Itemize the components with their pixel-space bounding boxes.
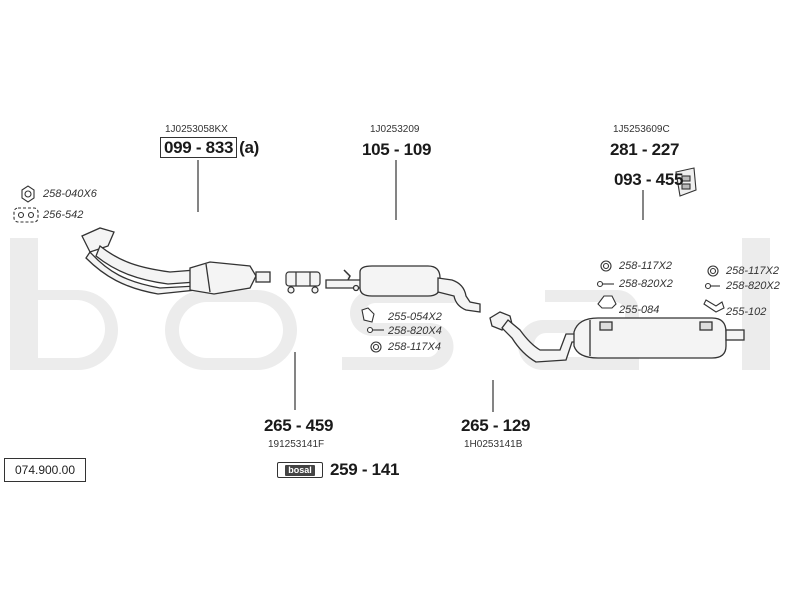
hw-bolt-mid[interactable]: 258-820X4 xyxy=(388,325,442,337)
hw-ring-rear-a[interactable]: 258-117X2 xyxy=(619,260,673,272)
clamp-icon xyxy=(703,299,725,313)
part-number-paste-kit[interactable]: 259 - 141 xyxy=(330,460,400,479)
part-number-rear-mount[interactable]: 281 - 227 xyxy=(610,140,680,159)
hw-clamp-mid[interactable]: 255-054X2 xyxy=(388,311,442,323)
part-number-rear-bracket[interactable]: 093 - 455 xyxy=(614,170,684,189)
part-number-front-pipe[interactable]: 099 - 833 xyxy=(160,137,238,158)
clamp-icon xyxy=(361,307,375,323)
hw-bolt-rear-b[interactable]: 258-820X2 xyxy=(726,280,780,292)
hw-nut-front[interactable]: 258-040X6 xyxy=(43,188,97,200)
mid-clamp-drawing xyxy=(285,271,321,294)
rear-silencer-drawing xyxy=(489,311,745,363)
part-number-intermediate-pipe[interactable]: 265 - 459 xyxy=(264,416,334,435)
part-number-center-silencer[interactable]: 105 - 109 xyxy=(362,140,432,159)
hw-ring-rear-b[interactable]: 258-117X2 xyxy=(726,265,780,277)
oem-number-front-pipe: 1J0253058KX xyxy=(165,124,228,135)
center-silencer-drawing xyxy=(325,265,481,313)
hw-ring-mid[interactable]: 258-117X4 xyxy=(388,341,442,353)
oem-number-center-silencer: 1J0253209 xyxy=(370,124,420,135)
bosal-logo-text: bosal xyxy=(285,464,315,476)
hw-clamp-rear-b[interactable]: 255-102 xyxy=(726,306,767,318)
bosal-logo-badge: bosal xyxy=(277,462,323,478)
catalog-reference: 074.900.00 xyxy=(4,458,86,482)
hw-bolt-rear-a[interactable]: 258-820X2 xyxy=(619,278,673,290)
clamp-icon xyxy=(597,295,617,309)
part-front-pipe[interactable]: 099 - 833(a) xyxy=(160,137,260,158)
part-number-rear-silencer[interactable]: 265 - 129 xyxy=(461,416,531,435)
hw-gasket-front[interactable]: 256-542 xyxy=(43,209,84,221)
oem-number-rear-silencer: 1H0253141B xyxy=(464,439,523,450)
bracket-icon xyxy=(675,167,697,197)
oem-number-rear-mount: 1J5253609C xyxy=(613,124,670,135)
gasket-icon xyxy=(13,207,39,223)
hw-clamp-rear-a[interactable]: 255-084 xyxy=(619,304,660,316)
part-suffix: (a) xyxy=(239,138,260,157)
front-pipe-drawing xyxy=(81,227,271,295)
oem-number-intermediate-pipe: 191253141F xyxy=(268,439,325,450)
